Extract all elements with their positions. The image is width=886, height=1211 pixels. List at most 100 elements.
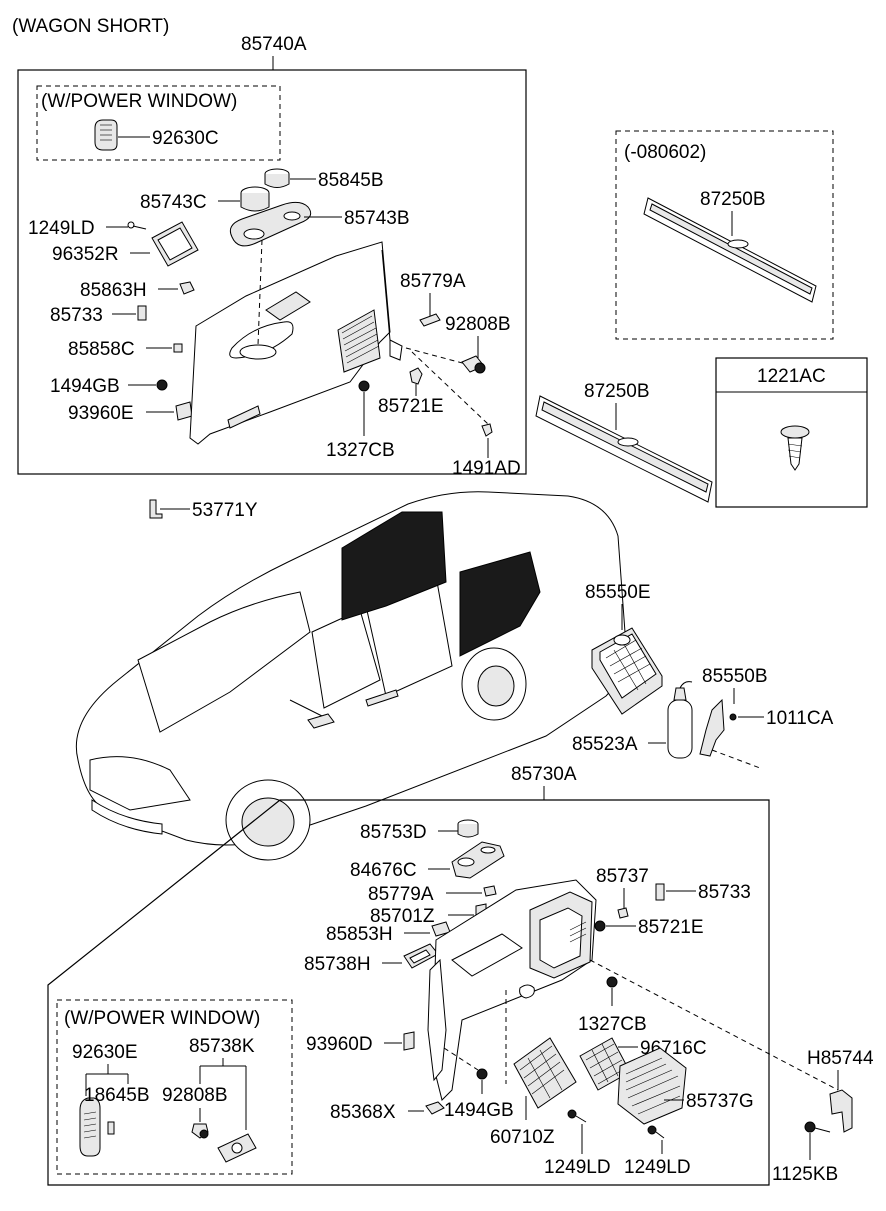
label-1327CB-upper[interactable]: 1327CB: [326, 440, 395, 461]
label-87250B-a[interactable]: 87250B: [700, 189, 766, 210]
label-85550B[interactable]: 85550B: [702, 666, 768, 687]
label-1327CB-lower[interactable]: 1327CB: [578, 1014, 647, 1035]
bolt-1221AC-part[interactable]: [780, 425, 810, 471]
clip-85779A-lower-part[interactable]: [483, 885, 497, 897]
label-H85744[interactable]: H85744: [807, 1048, 874, 1069]
cap-85845B-part[interactable]: [264, 168, 290, 188]
label-93960D[interactable]: 93960D: [306, 1034, 373, 1055]
cover-93960E-part[interactable]: [175, 401, 193, 421]
cup-holder-84676C-part[interactable]: [451, 841, 505, 879]
label-1011CA[interactable]: 1011CA: [766, 708, 834, 729]
label-85863H[interactable]: 85863H: [80, 280, 147, 301]
switch-92630E-part[interactable]: [79, 1097, 101, 1157]
label-85743C[interactable]: 85743C: [140, 192, 207, 213]
nut-1327CB-upper-part[interactable]: [358, 380, 370, 392]
label-92808B-lower[interactable]: 92808B: [162, 1085, 228, 1106]
label-85738H[interactable]: 85738H: [304, 954, 371, 975]
label-85853H[interactable]: 85853H: [326, 924, 393, 945]
screw-1011CA-part[interactable]: [729, 713, 737, 721]
lower-power-window-box: [56, 999, 293, 1175]
label-87250B-b[interactable]: 87250B: [584, 381, 650, 402]
label-85368X[interactable]: 85368X: [330, 1102, 396, 1123]
clip-85721E-upper-part[interactable]: [409, 367, 423, 385]
cap-85753D-part[interactable]: [457, 819, 479, 838]
label-93960E[interactable]: 93960E: [68, 403, 134, 424]
bezel-85738K-part[interactable]: [217, 1133, 257, 1163]
label-18645B[interactable]: 18645B: [84, 1085, 150, 1106]
label-1249LD-upper[interactable]: 1249LD: [28, 218, 95, 239]
label-85858C[interactable]: 85858C: [68, 339, 135, 360]
clip-85858C-part[interactable]: [173, 343, 183, 353]
bracket-H85744-part[interactable]: [829, 1089, 853, 1133]
label-85733-upper[interactable]: 85733: [50, 305, 103, 326]
label-1125KB[interactable]: 1125KB: [772, 1164, 838, 1185]
lamp-92808B-upper-part[interactable]: [461, 355, 486, 374]
screw-1249LD-upper-part[interactable]: [127, 221, 147, 230]
bracket-53771Y-part[interactable]: [149, 499, 163, 519]
quarter-trim-lower-part[interactable]: [427, 879, 597, 1101]
assembly-label-85740A[interactable]: 85740A: [241, 34, 307, 55]
grille-85550E-part[interactable]: [591, 627, 663, 715]
label-96352R[interactable]: 96352R: [52, 244, 119, 265]
cover-85737G-part[interactable]: [617, 1047, 687, 1125]
clip-85368X-part[interactable]: [425, 1101, 445, 1115]
clip-85733-upper-part[interactable]: [137, 305, 147, 321]
label-85733-lower[interactable]: 85733: [698, 882, 751, 903]
bolt-box-label[interactable]: 1221AC: [757, 366, 826, 387]
screw-1249LD-lower-b-part[interactable]: [647, 1125, 665, 1139]
label-1491AD[interactable]: 1491AD: [452, 458, 521, 479]
speaker-grille-96352R-part[interactable]: [151, 221, 199, 267]
clip-85737-part[interactable]: [617, 907, 629, 919]
label-85779A-upper[interactable]: 85779A: [400, 271, 466, 292]
date-range-note: (-080602): [624, 142, 706, 163]
cap-85863H-part[interactable]: [179, 281, 195, 295]
vehicle-illustration: [75, 491, 627, 861]
bracket-85550B-part[interactable]: [699, 698, 725, 757]
bolt-1125KB-part[interactable]: [804, 1121, 831, 1133]
label-85523A[interactable]: 85523A: [572, 734, 638, 755]
nut-1327CB-lower-part[interactable]: [606, 976, 618, 988]
quarter-trim-upper-part[interactable]: [189, 241, 403, 445]
scuff-plate-87250B-a-part[interactable]: [643, 197, 817, 303]
label-1249LD-lower-a[interactable]: 1249LD: [544, 1157, 611, 1178]
variant-title: (WAGON SHORT): [12, 16, 169, 37]
label-85721E-upper[interactable]: 85721E: [378, 396, 444, 417]
nut-1494GB-upper-part[interactable]: [156, 379, 168, 391]
label-60710Z[interactable]: 60710Z: [490, 1127, 555, 1148]
extinguisher-85523A-part[interactable]: [667, 681, 693, 759]
assembly-label-85730A[interactable]: 85730A: [511, 764, 577, 785]
label-92630C[interactable]: 92630C: [152, 128, 219, 149]
label-1494GB-lower[interactable]: 1494GB: [444, 1100, 514, 1121]
nut-1494GB-lower-part[interactable]: [476, 1068, 488, 1080]
switch-92630C-part[interactable]: [94, 119, 118, 151]
label-85737[interactable]: 85737: [596, 866, 649, 887]
label-92808B-upper[interactable]: 92808B: [445, 314, 511, 335]
label-84676C[interactable]: 84676C: [350, 860, 417, 881]
clip-85733-lower-part[interactable]: [655, 883, 665, 901]
label-85737G[interactable]: 85737G: [686, 1091, 754, 1112]
cup-holder-85743C-part[interactable]: [240, 186, 270, 212]
label-85550E[interactable]: 85550E: [585, 582, 651, 603]
clip-1491AD-part[interactable]: [481, 423, 493, 437]
clip-85779A-upper-part[interactable]: [419, 313, 441, 327]
label-85743B[interactable]: 85743B: [344, 208, 410, 229]
label-1494GB-upper[interactable]: 1494GB: [50, 376, 120, 397]
label-1249LD-lower-b[interactable]: 1249LD: [624, 1157, 691, 1178]
label-92630E[interactable]: 92630E: [72, 1042, 138, 1063]
label-85721E-lower[interactable]: 85721E: [638, 917, 704, 938]
lamp-92808B-lower-part[interactable]: [191, 1123, 209, 1139]
label-85738K[interactable]: 85738K: [189, 1036, 255, 1057]
label-85701Z[interactable]: 85701Z: [370, 906, 435, 927]
tray-85743B-part[interactable]: [229, 201, 312, 247]
clip-85721E-lower-part[interactable]: [594, 920, 606, 932]
cover-93960D-part[interactable]: [403, 1031, 415, 1051]
label-85779A-lower[interactable]: 85779A: [368, 884, 434, 905]
bezel-85738H-part[interactable]: [403, 943, 439, 969]
label-85753D[interactable]: 85753D: [360, 822, 427, 843]
grille-60710Z-part[interactable]: [513, 1037, 577, 1109]
scuff-plate-87250B-b-part[interactable]: [535, 395, 713, 503]
label-85845B[interactable]: 85845B: [318, 170, 384, 191]
bulb-18645B-part[interactable]: [107, 1121, 115, 1135]
label-53771Y[interactable]: 53771Y: [192, 500, 258, 521]
screw-1249LD-lower-a-part[interactable]: [567, 1109, 587, 1123]
